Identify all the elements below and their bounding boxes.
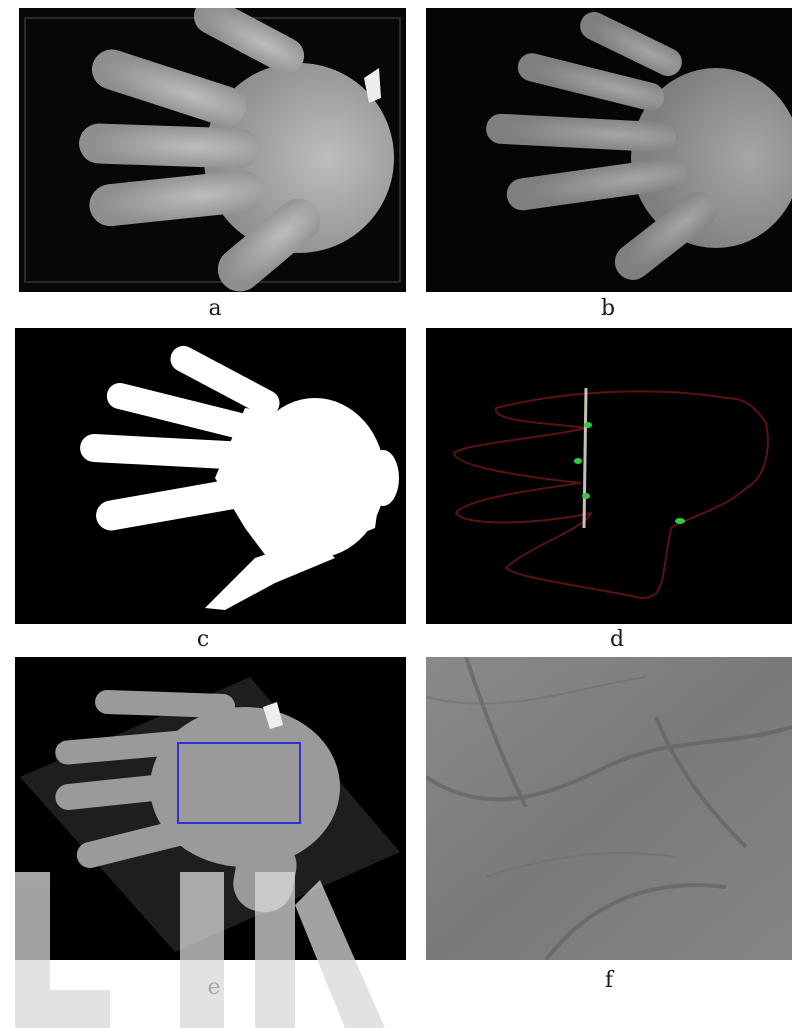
panel-b-label: b (588, 296, 628, 321)
keypoint-4 (675, 518, 685, 524)
panel-e-rotated-hand-roi (15, 657, 406, 960)
keypoint-3 (582, 493, 590, 499)
keypoint-2 (574, 458, 582, 464)
panel-d-contour-keypoints (426, 328, 792, 624)
panel-c-label: c (183, 627, 223, 652)
panel-a-label: a (195, 296, 235, 321)
panel-b-hand-image (426, 8, 792, 292)
panel-f-palm-roi-texture (426, 657, 792, 960)
keypoint-1 (584, 422, 592, 428)
panel-e-label: e (194, 975, 234, 1000)
panel-d-label: d (597, 627, 637, 652)
palm-axis-line (584, 388, 586, 528)
panel-f-label: f (589, 968, 629, 993)
panel-a-raw-hand-image (19, 8, 406, 292)
panel-c-binary-mask (15, 328, 406, 624)
